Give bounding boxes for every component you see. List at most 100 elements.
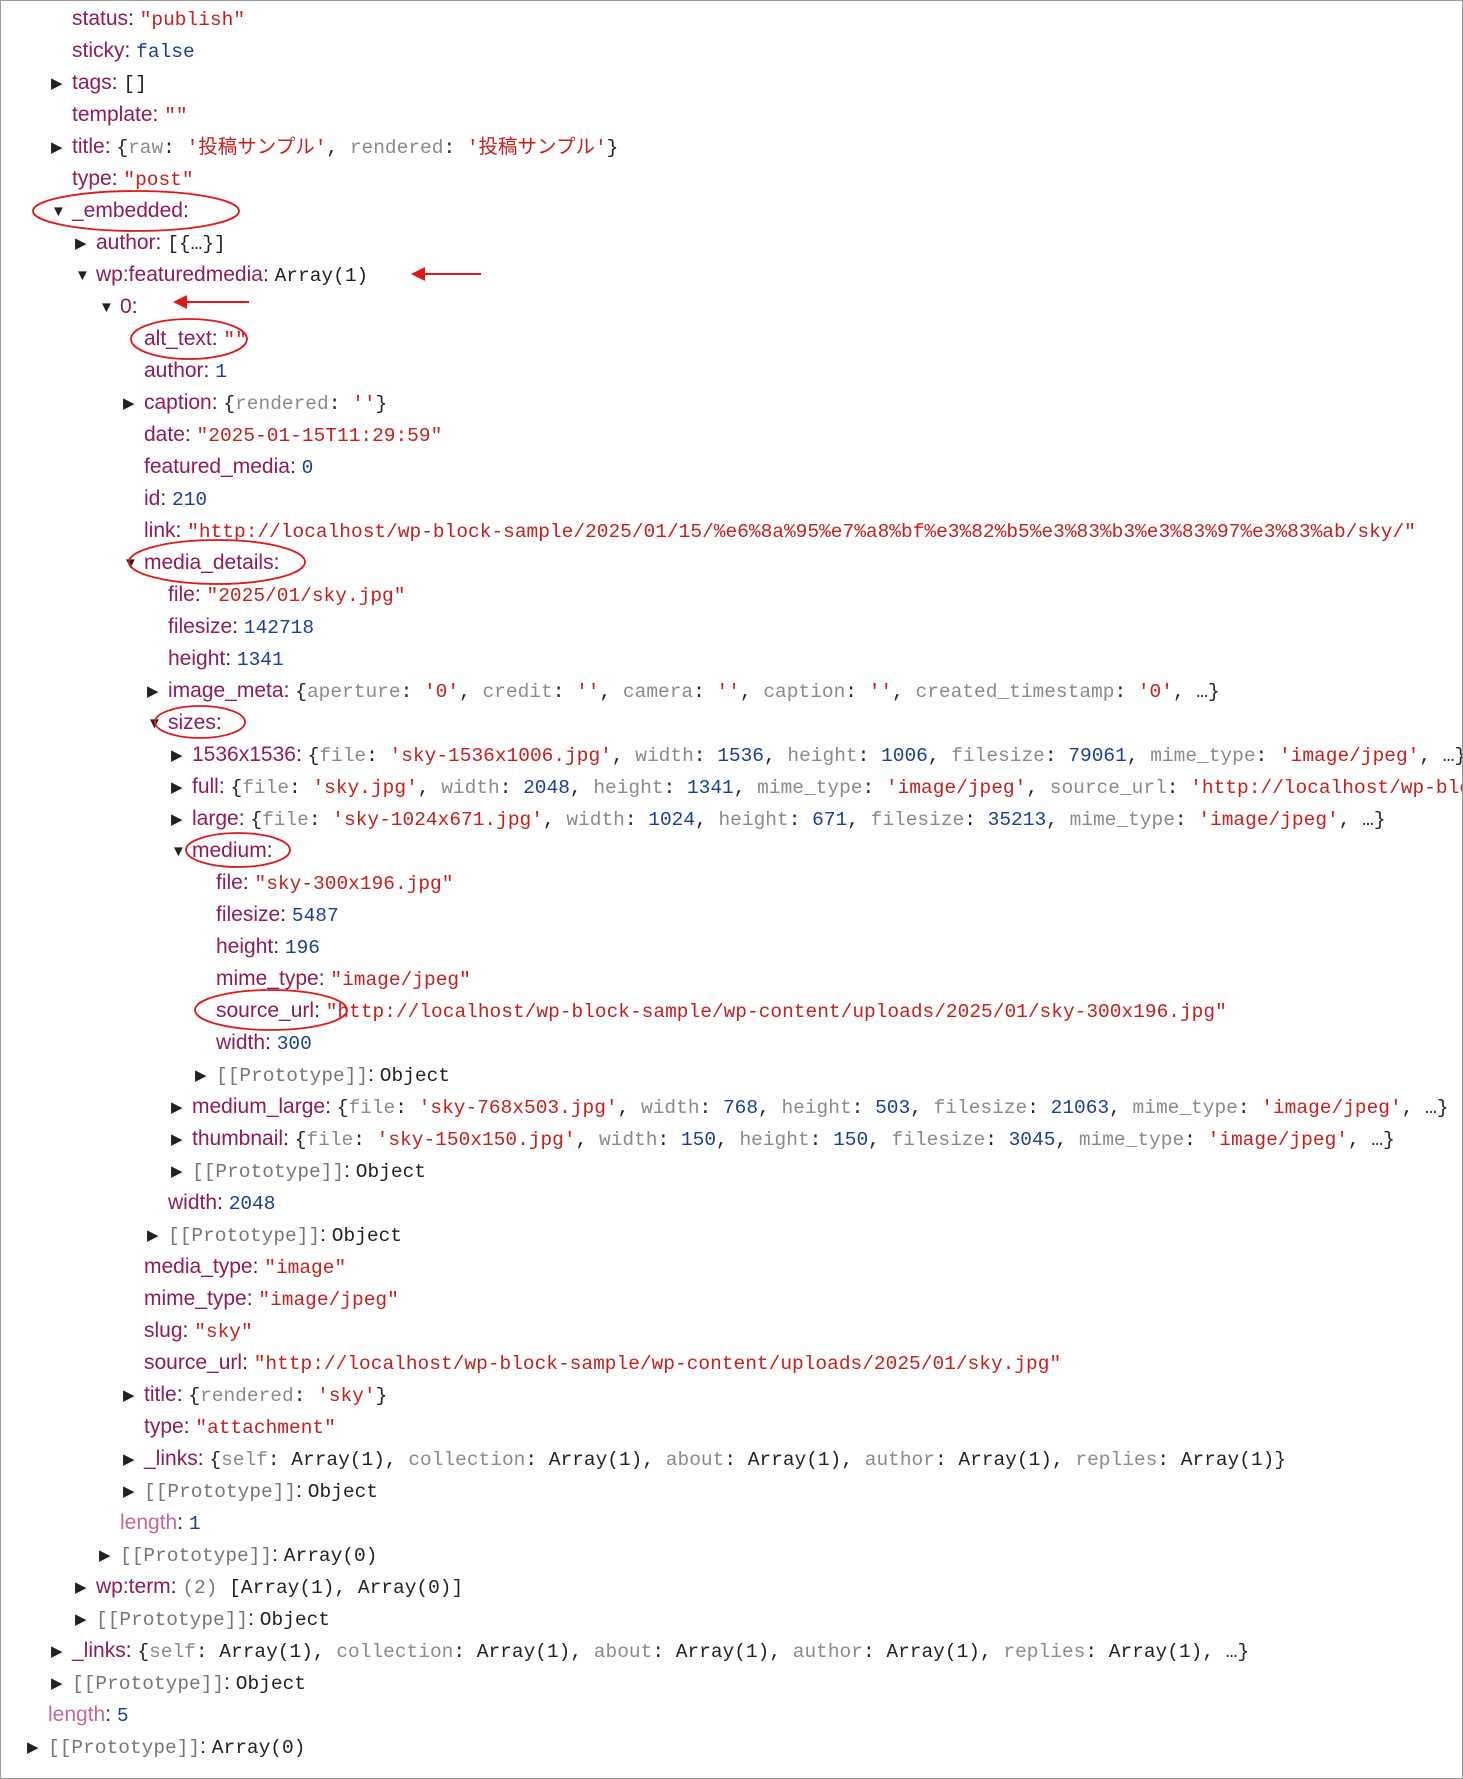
caret-right-icon[interactable]: ▶ xyxy=(171,1131,183,1148)
tree-row-caption[interactable]: ▶caption: {rendered: ''} xyxy=(123,387,387,419)
key-separator: : xyxy=(160,487,173,510)
caret-right-icon[interactable]: ▶ xyxy=(75,235,87,252)
tree-row-prototype[interactable]: ▶[[Prototype]]: Object xyxy=(123,1475,378,1507)
property-key: type xyxy=(144,1415,184,1438)
tree-row-media-details[interactable]: ▼media_details: xyxy=(123,547,279,579)
value-token: : xyxy=(1166,777,1191,799)
tree-row-length: length: 5 xyxy=(27,1699,129,1731)
caret-right-icon[interactable]: ▶ xyxy=(27,1739,39,1756)
caret-right-icon[interactable]: ▶ xyxy=(171,747,183,764)
caret-right-icon[interactable]: ▶ xyxy=(123,395,135,412)
tree-row-prototype[interactable]: ▶[[Prototype]]: Object xyxy=(171,1155,426,1187)
key-separator: : xyxy=(242,1351,254,1374)
value-token: collection xyxy=(336,1641,454,1663)
value-token: : Array(1), xyxy=(525,1449,666,1471)
key-separator: : xyxy=(183,1415,196,1438)
tree-row-embedded[interactable]: ▼_embedded: xyxy=(51,195,189,227)
caret-right-icon[interactable]: ▶ xyxy=(75,1611,87,1628)
tree-row-links[interactable]: ▶_links: {self: Array(1), collection: Ar… xyxy=(51,1635,1249,1667)
property-key: title xyxy=(72,135,105,158)
value-token: : xyxy=(1255,745,1279,767)
tree-row-width: width: 2048 xyxy=(147,1187,276,1219)
tree-row-full[interactable]: ▶full: {file: 'sky.jpg', width: 2048, he… xyxy=(171,771,1462,803)
caret-down-icon[interactable]: ▼ xyxy=(75,267,90,284)
property-key: mime_type xyxy=(144,1287,247,1310)
value-token: file xyxy=(319,745,367,767)
tree-row-thumbnail[interactable]: ▶thumbnail: {file: 'sky-150x150.jpg', wi… xyxy=(171,1123,1395,1155)
tree-row-0[interactable]: ▼0: xyxy=(99,291,138,323)
property-key: source_url xyxy=(144,1351,243,1374)
tree-row-medium-large[interactable]: ▶medium_large: {file: 'sky-768x503.jpg',… xyxy=(171,1091,1449,1123)
tree-row-prototype[interactable]: ▶[[Prototype]]: Array(0) xyxy=(27,1731,305,1763)
tree-row-file: file: "sky-300x196.jpg" xyxy=(195,867,453,899)
tree-row-links[interactable]: ▶_links: {self: Array(1), collection: Ar… xyxy=(123,1443,1286,1475)
value-token: '' xyxy=(576,681,600,703)
value-token: rendered xyxy=(349,137,444,159)
tree-row-large[interactable]: ▶large: {file: 'sky-1024x671.jpg', width… xyxy=(171,803,1386,835)
value-token: collection xyxy=(408,1449,526,1471)
caret-right-icon[interactable]: ▶ xyxy=(147,683,159,700)
tree-row-1536x1536[interactable]: ▶1536x1536: {file: 'sky-1536x1006.jpg', … xyxy=(171,739,1462,771)
caret-right-icon[interactable]: ▶ xyxy=(123,1387,135,1404)
caret-down-icon[interactable]: ▼ xyxy=(171,843,186,860)
tree-row-sizes[interactable]: ▼sizes: xyxy=(147,707,222,739)
tree-row-wp-term[interactable]: ▶wp:term: (2) [Array(1), Array(0)] xyxy=(75,1571,463,1603)
value-token: : xyxy=(400,681,424,703)
key-separator: : xyxy=(217,1191,229,1214)
tree-row-image-meta[interactable]: ▶image_meta: {aperture: '0', credit: '',… xyxy=(147,675,1220,707)
caret-right-icon[interactable]: ▶ xyxy=(171,1163,183,1180)
caret-right-icon[interactable]: ▶ xyxy=(171,1099,183,1116)
caret-right-icon[interactable]: ▶ xyxy=(51,1675,63,1692)
value-token: created_timestamp xyxy=(915,681,1115,703)
key-separator: : xyxy=(296,1479,308,1502)
caret-right-icon[interactable]: ▶ xyxy=(123,1483,135,1500)
tree-row-title[interactable]: ▶title: {raw: '投稿サンプル', rendered: '投稿サンプ… xyxy=(51,131,618,163)
value-token: : xyxy=(1114,681,1138,703)
value-token: 1536 xyxy=(717,745,765,767)
caret-down-icon[interactable]: ▼ xyxy=(147,715,162,732)
tree-row-tags[interactable]: ▶tags: [] xyxy=(51,67,147,99)
key-separator: : xyxy=(177,1511,189,1534)
property-key: alt_text xyxy=(144,327,212,350)
caret-right-icon[interactable]: ▶ xyxy=(99,1547,111,1564)
property-key: _links xyxy=(72,1639,126,1662)
value-token: : xyxy=(443,137,467,159)
key-separator: : xyxy=(155,231,168,254)
tree-row-title[interactable]: ▶title: {rendered: 'sky'} xyxy=(123,1379,387,1411)
caret-down-icon[interactable]: ▼ xyxy=(51,203,66,220)
key-separator: : xyxy=(246,1287,259,1310)
caret-right-icon[interactable]: ▶ xyxy=(171,779,183,796)
caret-right-icon[interactable]: ▶ xyxy=(51,1643,63,1660)
property-key: 1536x1536 xyxy=(192,743,296,766)
tree-row-medium[interactable]: ▼medium: xyxy=(171,835,273,867)
caret-down-icon[interactable]: ▼ xyxy=(99,299,114,316)
value-token: 150 xyxy=(680,1129,717,1151)
tree-row-prototype[interactable]: ▶[[Prototype]]: Object xyxy=(51,1667,306,1699)
key-separator: : xyxy=(289,455,302,478)
tree-row-prototype[interactable]: ▶[[Prototype]]: Object xyxy=(195,1059,450,1091)
caret-right-icon[interactable]: ▶ xyxy=(75,1579,87,1596)
caret-right-icon[interactable]: ▶ xyxy=(123,1451,135,1468)
value-token: : xyxy=(964,809,988,831)
caret-right-icon[interactable]: ▶ xyxy=(147,1227,159,1244)
value-token: : Array(1), xyxy=(934,1449,1076,1471)
value-token: , xyxy=(542,809,567,831)
tree-row-prototype[interactable]: ▶[[Prototype]]: Array(0) xyxy=(99,1539,377,1571)
property-key: author xyxy=(144,359,204,382)
caret-right-icon[interactable]: ▶ xyxy=(51,139,63,156)
caret-right-icon[interactable]: ▶ xyxy=(171,811,183,828)
value-token: rendered xyxy=(235,393,329,415)
tree-row-prototype[interactable]: ▶[[Prototype]]: Object xyxy=(75,1603,330,1635)
value-token: 1341 xyxy=(236,649,284,671)
tree-row-sticky: sticky: false xyxy=(51,35,195,67)
caret-down-icon[interactable]: ▼ xyxy=(123,555,138,572)
property-key: featured_media xyxy=(144,455,290,478)
tree-row-prototype[interactable]: ▶[[Prototype]]: Object xyxy=(147,1219,402,1251)
caret-right-icon[interactable]: ▶ xyxy=(51,75,63,92)
value-token: : xyxy=(699,1097,723,1119)
tree-row-author[interactable]: ▶author: [{…}] xyxy=(75,227,226,259)
key-separator: : xyxy=(368,1063,380,1086)
tree-row-wp-featuredmedia[interactable]: ▼wp:featuredmedia: Array(1) xyxy=(75,259,368,291)
caret-right-icon[interactable]: ▶ xyxy=(195,1067,207,1084)
key-separator: : xyxy=(203,359,216,382)
